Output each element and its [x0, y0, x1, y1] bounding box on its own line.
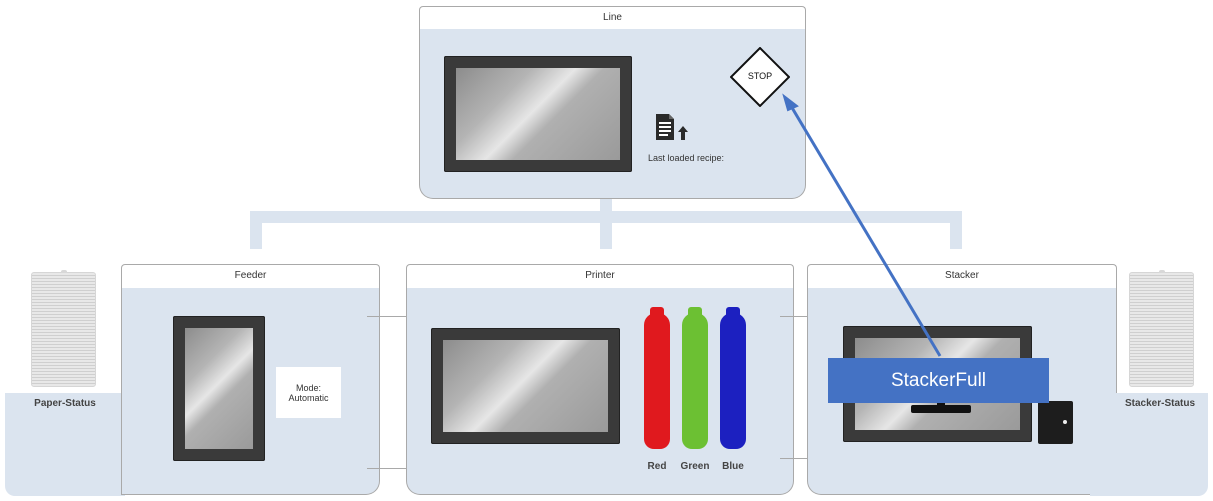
feeder-hmi-screen[interactable] [173, 316, 265, 461]
feeder-connector-drop [250, 211, 262, 249]
last-loaded-recipe-label: Last loaded recipe: [648, 153, 725, 163]
printer-stacker-joint-top [780, 316, 820, 317]
printer-panel-title: Printer [406, 264, 794, 288]
line-hmi-screen-glass [456, 68, 620, 160]
ink-cartridge-green [682, 307, 708, 449]
ink-cap-icon [688, 307, 702, 315]
stacker-status-label: Stacker-Status [1124, 398, 1196, 409]
printer-hmi-screen[interactable] [431, 328, 620, 444]
feeder-hmi-screen-glass [185, 328, 253, 449]
paper-stack-icon [31, 270, 96, 387]
feeder-mode-value: Automatic [288, 393, 329, 403]
feeder-mode-label: Mode: [295, 383, 321, 393]
ink-cartridge-red [644, 307, 670, 449]
ink-label-red: Red [647, 461, 667, 472]
stacker-connector-drop [950, 211, 962, 249]
stacker-full-alert[interactable]: StackerFull [828, 358, 1049, 403]
document-upload-icon[interactable] [655, 113, 689, 141]
stacker-status-tab [1090, 393, 1208, 496]
ink-cap-icon [726, 307, 740, 315]
ink-label-green: Green [680, 461, 710, 472]
tray-icon [911, 397, 971, 413]
recipe-document-icon [656, 114, 688, 140]
printer-stacker-joint-bottom [780, 458, 820, 459]
stacker-paper-stack-icon [1129, 270, 1194, 387]
line-panel-title: Line [419, 6, 806, 29]
printer-connector-drop [600, 211, 612, 249]
stop-button[interactable]: STOP [729, 46, 791, 108]
stacker-tray-icon [907, 395, 975, 415]
line-hmi-screen[interactable] [444, 56, 632, 172]
stacker-door-icon[interactable] [1038, 401, 1073, 444]
feeder-mode-box [276, 367, 341, 418]
printer-hmi-screen-glass [443, 340, 608, 432]
ink-cartridge-blue [720, 307, 746, 449]
stacker-panel-title: Stacker [807, 264, 1117, 288]
ink-cap-icon [650, 307, 664, 315]
paper-status-tab [5, 393, 125, 496]
line-connector-stem [600, 199, 612, 211]
feeder-printer-joint-bottom [367, 468, 419, 469]
feeder-printer-joint-top [367, 316, 419, 317]
feeder-panel-title: Feeder [121, 264, 380, 288]
stop-label: STOP [747, 71, 773, 81]
paper-status-label: Paper-Status [34, 398, 96, 409]
stacker-full-alert-label: StackerFull [890, 370, 987, 391]
door-knob-icon [1063, 420, 1067, 424]
ink-label-blue: Blue [722, 461, 744, 472]
stop-diamond-icon [729, 46, 791, 108]
